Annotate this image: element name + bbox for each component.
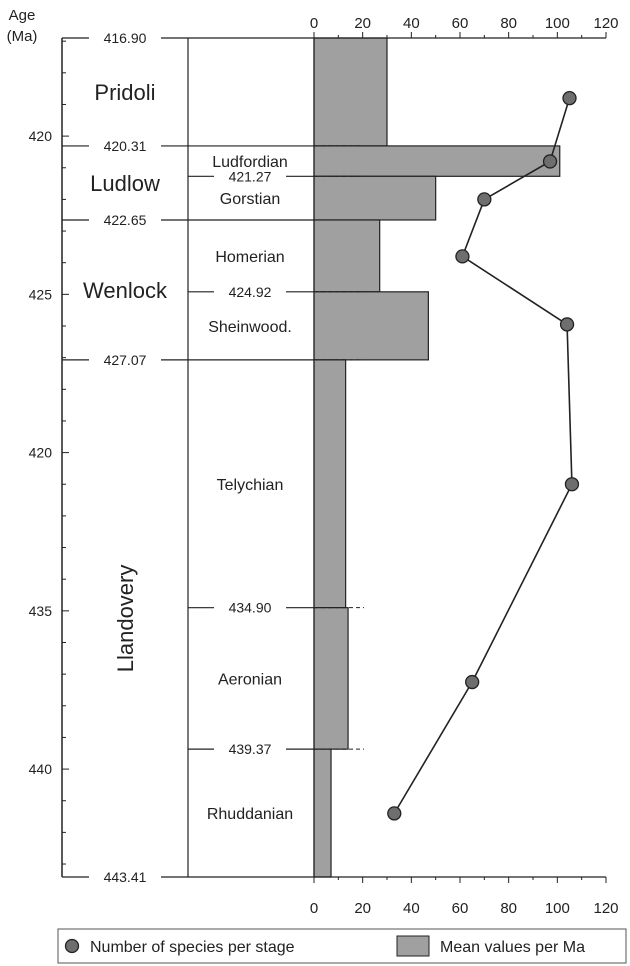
- boundary-age-label: 416.90: [104, 30, 147, 46]
- x-tick-label: 20: [354, 15, 371, 32]
- y-tick-label: 425: [29, 286, 53, 302]
- species-point: [562, 90, 577, 106]
- x-tick-label: 80: [500, 900, 517, 917]
- x-tick-label: 0: [310, 15, 318, 32]
- boundary-age-label: 434.90: [229, 600, 272, 616]
- stage-label: Ludfordian: [212, 154, 288, 171]
- stage-label: Aeronian: [218, 671, 282, 688]
- dashed-boundaries: [314, 145, 364, 750]
- mean-bar: [313, 219, 381, 293]
- mean-bar: [313, 145, 561, 177]
- mean-bar: [313, 175, 437, 221]
- species-point: [387, 806, 402, 821]
- legend: Number of species per stage Mean values p…: [57, 928, 627, 964]
- legend-circle-marker: [64, 938, 80, 954]
- series-label-wenlock: Wenlock: [83, 278, 168, 303]
- species-point: [477, 192, 492, 207]
- boundary-age-label: 424.92: [229, 284, 272, 300]
- series-label-ludlow: Ludlow: [90, 171, 160, 196]
- stage-label: Rhuddanian: [207, 806, 293, 823]
- boundary-age-label: 422.65: [104, 212, 147, 228]
- stage-boundaries: 416.90 420.31 421.27 422.65 424.92 427.07 434.…: [62, 30, 314, 885]
- species-point: [564, 477, 580, 492]
- stage-label: Sheinwood.: [208, 319, 292, 336]
- y-tick-label: 435: [29, 603, 53, 619]
- bar-series: [313, 37, 561, 878]
- mean-bar: [313, 607, 349, 750]
- y-tick-label: 440: [29, 761, 53, 777]
- x-tick-label: 40: [403, 15, 420, 32]
- legend-circle-label: Number of species per stage: [90, 939, 295, 956]
- boundary-age-label: 421.27: [229, 168, 272, 184]
- mean-bar: [313, 359, 347, 609]
- boundary-age-label: 427.07: [104, 352, 147, 368]
- mean-bar: [313, 37, 388, 147]
- y-tick-label: 420: [29, 445, 53, 461]
- species-point: [559, 317, 575, 332]
- x-tick-label: 120: [593, 900, 618, 917]
- x-tick-label: 80: [500, 15, 517, 32]
- x-tick-label: 100: [545, 900, 570, 917]
- x-tick-label: 120: [593, 15, 618, 32]
- species-point: [465, 674, 480, 690]
- y-tick-label: 420: [29, 128, 53, 144]
- stage-label: Gorstian: [220, 191, 280, 208]
- boundary-age-label: 439.37: [229, 741, 272, 757]
- y-axis-unit: (Ma): [7, 28, 38, 45]
- y-axis: Age (Ma) 420 425 420 435 440: [7, 7, 189, 877]
- legend-bar-marker: [396, 935, 430, 957]
- species-line: [393, 97, 573, 814]
- mean-bar: [313, 748, 332, 878]
- boundary-age-label: 420.31: [104, 138, 147, 154]
- legend-box: [57, 928, 627, 964]
- mean-bar: [313, 291, 429, 361]
- x-tick-label: 100: [545, 15, 570, 32]
- x-tick-label: 0: [310, 900, 318, 917]
- stage-label: Telychian: [217, 477, 284, 494]
- species-line-series: [387, 90, 580, 821]
- species-point: [542, 154, 558, 169]
- series-label-llandovery: Llandovery: [113, 565, 138, 673]
- species-point: [455, 249, 470, 264]
- boundary-age-label: 443.41: [104, 869, 147, 885]
- x-axis: 0 20 40 60 80 100 120 0 20 40 60 80 100 120: [310, 15, 619, 917]
- legend-bar-label: Mean values per Ma: [440, 939, 585, 956]
- y-axis-title: Age: [9, 7, 36, 24]
- x-tick-label: 60: [452, 900, 469, 917]
- x-tick-label: 40: [403, 900, 420, 917]
- stage-label: Homerian: [215, 249, 284, 266]
- x-tick-label: 20: [354, 900, 371, 917]
- x-tick-label: 60: [452, 15, 469, 32]
- series-label-pridoli: Pridoli: [94, 80, 155, 105]
